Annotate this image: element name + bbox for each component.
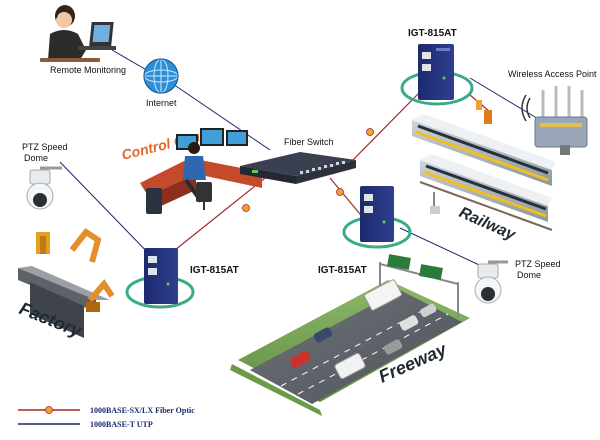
ptz-right-label-1: PTZ Speed (515, 259, 561, 269)
ptz-dome-icon (474, 260, 508, 304)
wireless-ap-icon (521, 86, 588, 155)
utp-remote-internet (111, 49, 151, 73)
ptz-left-label-1: PTZ Speed (22, 142, 68, 152)
fiber-switch-top (344, 91, 421, 169)
wireless-ap-label: Wireless Access Point (508, 69, 597, 79)
igt-left-label: IGT-815AT (190, 265, 239, 276)
igt-mid-group: IGT-815AT (318, 186, 412, 276)
utp-left-ptz (59, 161, 156, 261)
utp-internet-control (169, 81, 271, 151)
fiber-marker (242, 204, 250, 212)
ptz-right-label-2: Dome (517, 270, 541, 280)
legend-fiber: 1000BASE-SX/LX Fiber Optic (18, 406, 195, 415)
internet-group: Internet (143, 58, 179, 108)
ptz-dome-icon (26, 166, 62, 210)
remote-monitoring-group: Remote Monitoring (40, 5, 126, 75)
legend-utp-label: 1000BASE-T UTP (90, 420, 153, 429)
fiber-switch-left (174, 177, 266, 251)
ptz-left-group: PTZ Speed Dome (22, 142, 68, 210)
freeway-group: Freeway (230, 254, 470, 416)
person-laptop-icon (40, 5, 116, 62)
utp-mid-ptz (399, 227, 491, 271)
fiber-marker (336, 188, 344, 196)
igt-top-label: IGT-815AT (408, 28, 457, 39)
globe-icon (143, 58, 179, 94)
factory-robot-icon (18, 227, 115, 338)
igt-top-group: IGT-815AT (400, 28, 474, 106)
ptz-left-label-2: Dome (24, 153, 48, 163)
factory-group: Factory (17, 227, 115, 341)
fiber-marker (366, 128, 374, 136)
fiber-switch-group: Fiber Switch (240, 137, 356, 184)
igt-mid-label: IGT-815AT (318, 265, 367, 276)
operator-desk-icon (140, 128, 262, 214)
media-converter-icon (360, 186, 394, 242)
fiber-switch-label: Fiber Switch (284, 137, 334, 147)
fiber-switch-mid (329, 177, 366, 221)
connections (59, 49, 541, 271)
legend: 1000BASE-SX/LX Fiber Optic 1000BASE-T UT… (18, 406, 195, 429)
internet-label: Internet (146, 98, 177, 108)
remote-monitoring-label: Remote Monitoring (50, 65, 126, 75)
railway-label: Railway (456, 204, 518, 244)
fiber-switch-icon (240, 152, 356, 184)
railway-group: Railway (412, 100, 556, 244)
wireless-ap-group: Wireless Access Point (508, 69, 597, 155)
media-converter-icon (418, 44, 454, 100)
train-icon (412, 100, 556, 231)
legend-utp: 1000BASE-T UTP (18, 420, 153, 429)
freeway-icon (230, 254, 470, 416)
igt-left-group: IGT-815AT (125, 248, 239, 309)
media-converter-icon (144, 248, 178, 304)
legend-fiber-label: 1000BASE-SX/LX Fiber Optic (90, 406, 195, 415)
ptz-right-group: PTZ Speed Dome (474, 259, 561, 304)
